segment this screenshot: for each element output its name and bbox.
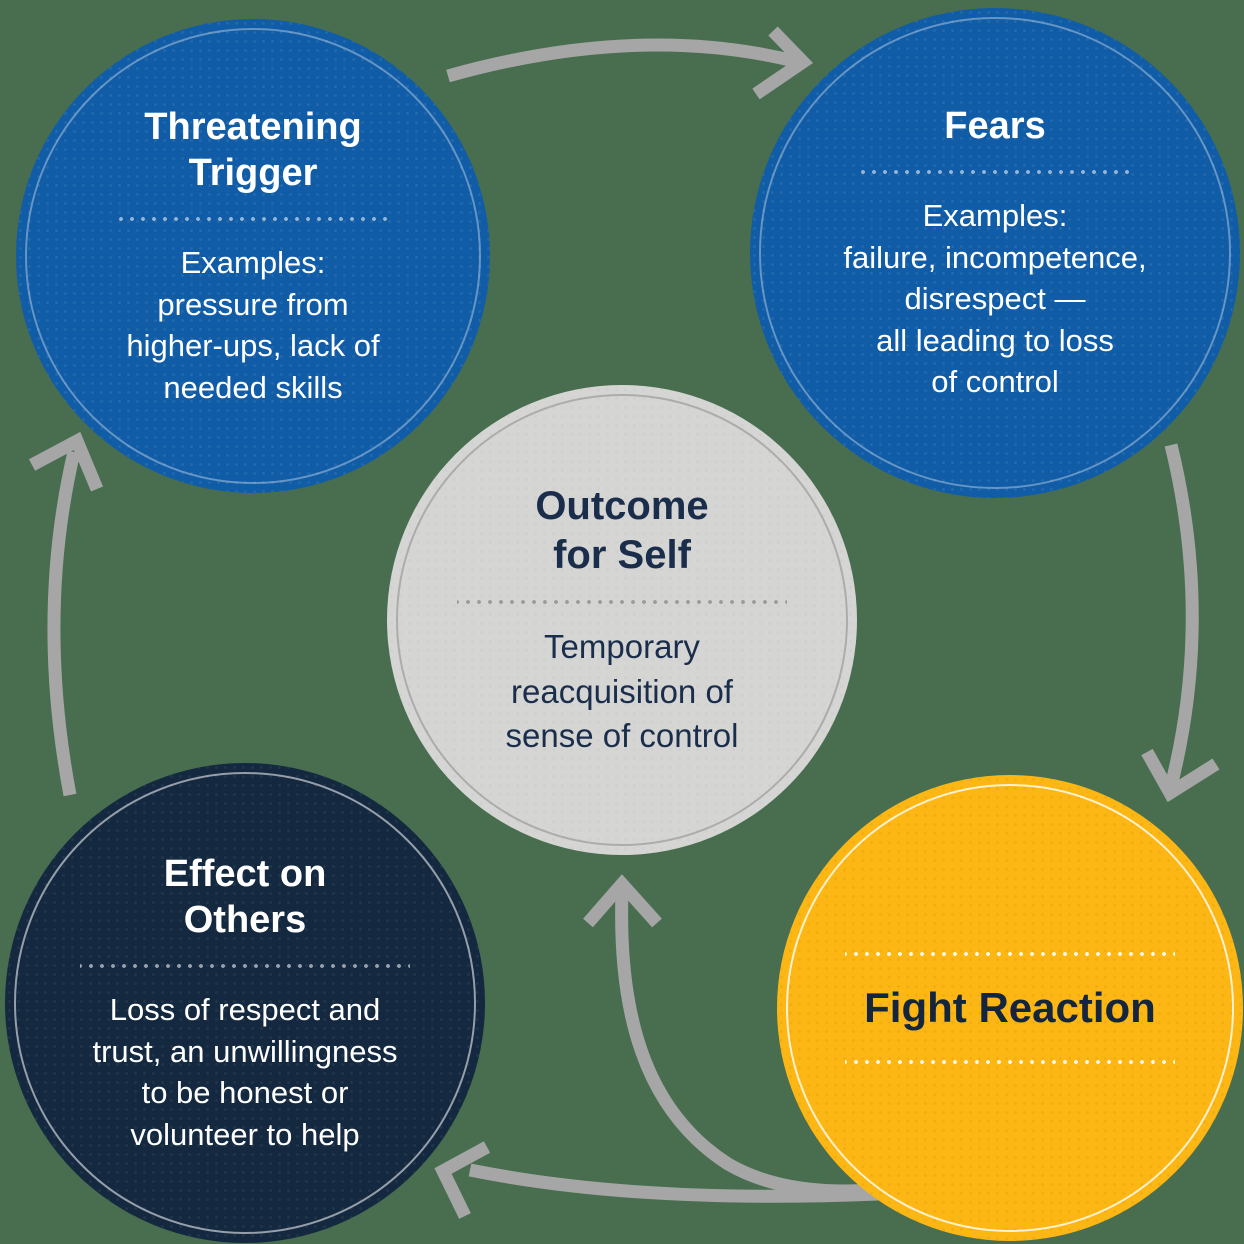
circle-fight-reaction: Fight Reaction (777, 775, 1243, 1241)
arrow-cycle-to-outcome-for-self-icon (583, 874, 921, 1198)
effect-on-others-description: Loss of respect and trust, an unwillingn… (92, 992, 398, 1152)
threatening-trigger-examples: Examples: pressure from higher-ups, lack… (126, 245, 380, 405)
dotted-divider (80, 964, 410, 969)
fears-title: Fears (944, 104, 1046, 147)
dotted-divider (115, 217, 391, 222)
circle-effect-on-others: Effect on Others Loss of respect and tru… (5, 763, 485, 1243)
dotted-divider (845, 1059, 1175, 1064)
arrow-fears-to-fight-reaction-icon (1141, 443, 1220, 803)
outcome-for-self-description: Temporary reacquisition of sense of cont… (505, 628, 739, 754)
outcome-for-self-title: Outcome for Self (535, 483, 709, 577)
dotted-divider (855, 170, 1135, 175)
dotted-divider (457, 600, 787, 605)
arrow-effect-on-others-to-trigger-icon (28, 431, 103, 797)
dotted-divider (845, 952, 1175, 957)
circle-threatening-trigger: Threatening Trigger Examples: pressure f… (16, 19, 490, 493)
arrow-trigger-to-fears-icon (446, 26, 814, 100)
effect-on-others-title: Effect on Others (163, 852, 327, 941)
circle-outcome-for-self: Outcome for Self Temporary reacquisition… (387, 385, 857, 855)
fight-reaction-title: Fight Reaction (864, 984, 1156, 1032)
threatening-trigger-title: Threatening Trigger (144, 105, 362, 194)
circle-fears: Fears Examples: failure, incompetence, d… (750, 8, 1240, 498)
fears-examples: Examples: failure, incompetence, disresp… (843, 198, 1147, 400)
